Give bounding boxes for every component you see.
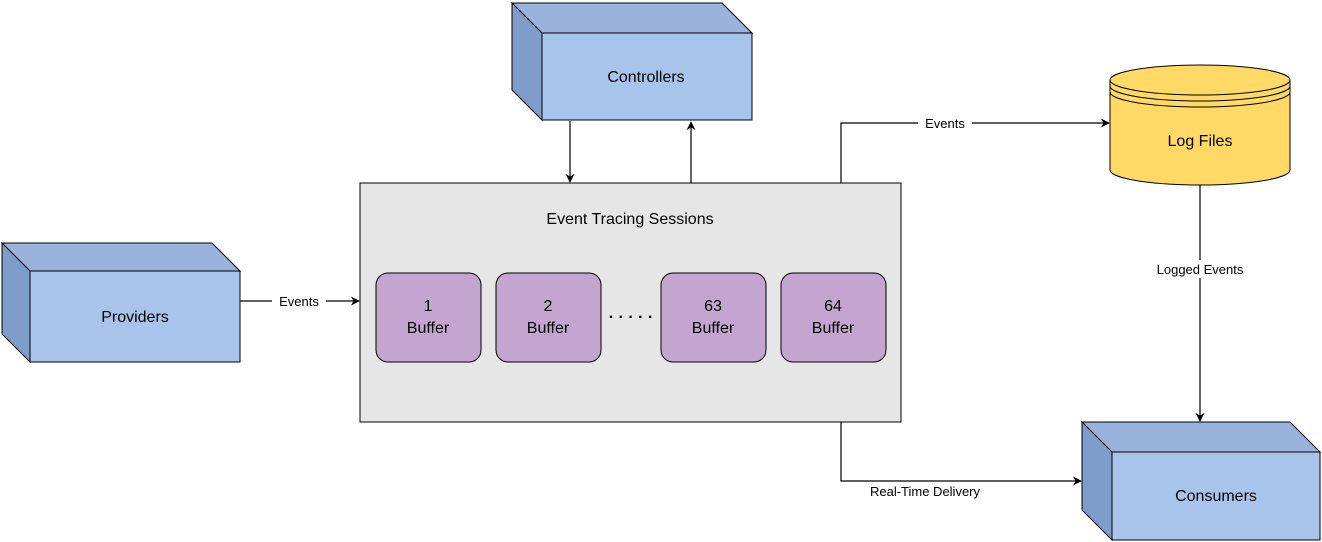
buffer-1[interactable]: 1 Buffer <box>375 272 482 363</box>
edge-label-providers-events: Events <box>279 294 319 309</box>
edge-label-logged-events: Logged Events <box>1157 262 1244 277</box>
controllers-label: Controllers <box>607 69 684 86</box>
buffer-63-number: 63 <box>704 298 722 315</box>
buffer-2[interactable]: 2 Buffer <box>495 272 602 363</box>
log-files-node[interactable]: Log Files <box>1109 64 1291 186</box>
buffer-1-label: Buffer <box>407 320 450 337</box>
session-title: Event Tracing Sessions <box>546 211 713 228</box>
buffer-1-number: 1 <box>424 298 433 315</box>
edge-session-to-consumers <box>840 422 1082 486</box>
buffer-2-number: 2 <box>544 298 553 315</box>
buffer-64-label: Buffer <box>812 320 855 337</box>
event-tracing-sessions-node[interactable]: Event Tracing Sessions 1 Buffer 2 Buffer… <box>359 182 902 423</box>
edge-label-session-events: Events <box>925 116 965 131</box>
edge-label-real-time-delivery: Real-Time Delivery <box>870 484 981 499</box>
buffer-2-label: Buffer <box>527 320 570 337</box>
controllers-node[interactable]: Controllers <box>510 1 754 122</box>
buffer-64-number: 64 <box>824 298 842 315</box>
buffer-ellipsis: · · · · · <box>609 309 653 326</box>
buffer-63-label: Buffer <box>692 320 735 337</box>
log-files-label: Log Files <box>1168 133 1233 150</box>
buffer-63[interactable]: 63 Buffer <box>660 272 767 363</box>
providers-node[interactable]: Providers <box>0 241 242 364</box>
consumers-node[interactable]: Consumers <box>1080 420 1322 542</box>
edge-session-to-log-files <box>840 118 1110 183</box>
consumers-label: Consumers <box>1175 488 1257 505</box>
providers-label: Providers <box>101 309 169 326</box>
buffer-64[interactable]: 64 Buffer <box>780 272 887 363</box>
